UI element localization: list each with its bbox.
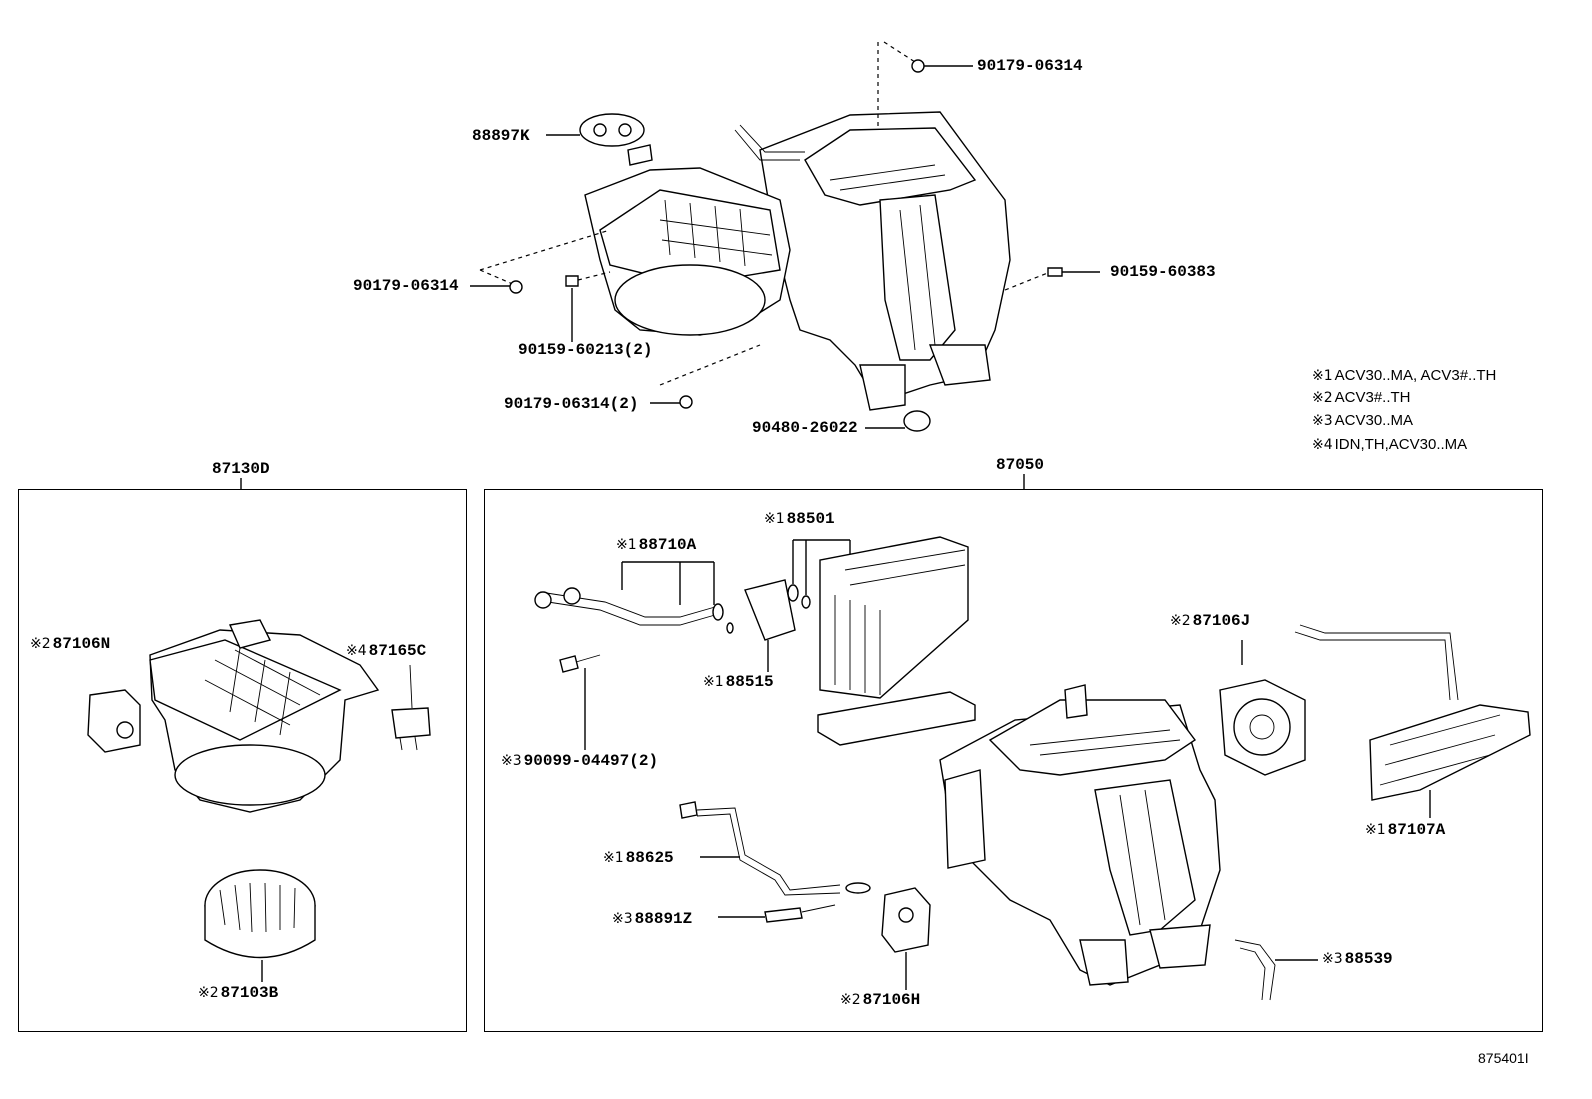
right-group-drawing — [534, 536, 1531, 1001]
part-label-90179-06314-left[interactable]: 90179-06314 — [353, 277, 459, 295]
left-group-label[interactable]: 87130D — [212, 460, 270, 478]
left-group-drawing — [87, 619, 431, 982]
top-hvac-assembly-drawing — [579, 111, 1011, 411]
top-leader-lines — [470, 41, 1100, 432]
part-label-90179-06314-2[interactable]: 90179-06314(2) — [504, 395, 639, 413]
part-label-90159-60213[interactable]: 90159-60213(2) — [518, 341, 653, 359]
part-label-88897K[interactable]: 88897K — [472, 127, 530, 145]
left-group-box — [18, 489, 467, 1032]
part-label-90179-06314-top[interactable]: 90179-06314 — [977, 57, 1083, 75]
figure-id: 875401I — [1478, 1050, 1529, 1066]
right-group-box — [484, 489, 1543, 1032]
part-label-90159-60383[interactable]: 90159-60383 — [1110, 263, 1216, 281]
part-label-90480-26022[interactable]: 90480-26022 — [752, 419, 858, 437]
right-group-label[interactable]: 87050 — [996, 456, 1045, 474]
